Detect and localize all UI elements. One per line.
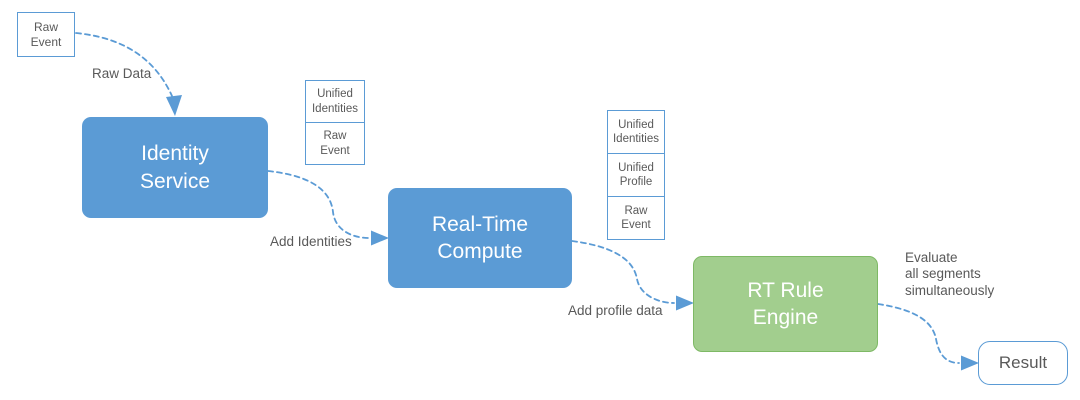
identity-output-stack: Unified Identities Raw Event	[305, 80, 365, 165]
arrowhead-right-icon	[676, 295, 694, 311]
arrowhead-right-icon	[371, 230, 389, 246]
real-time-compute-node: Real-Time Compute	[388, 188, 572, 288]
stack-cell-raw-event: Raw Event	[306, 122, 364, 164]
result-node: Result	[978, 341, 1068, 385]
arrow-raw-event-to-identity	[75, 32, 173, 97]
identity-service-node: Identity Service	[82, 117, 268, 218]
arrowhead-right-icon	[961, 355, 979, 371]
stack-cell-raw-event: Raw Event	[608, 196, 664, 239]
arrow-identity-to-compute	[267, 170, 370, 239]
arrowhead-down-icon	[166, 95, 182, 116]
edge-label-raw-data: Raw Data	[92, 66, 152, 81]
arrow-rule-engine-to-result	[877, 303, 960, 364]
stack-cell-unified-identities: Unified Identities	[612, 118, 660, 145]
stack-cell-unified-identities: Unified Identities	[311, 88, 359, 115]
edge-label-evaluate-segments: Evaluate all segments simultaneously	[905, 250, 995, 298]
rt-rule-engine-node: RT Rule Engine	[693, 256, 878, 352]
arrow-compute-to-rule-engine	[571, 240, 675, 304]
stack-cell-unified-profile: Unified Profile	[608, 153, 664, 196]
compute-output-stack: Unified Identities Unified Profile Raw E…	[607, 110, 665, 240]
edge-label-add-identities: Add Identities	[270, 234, 352, 249]
raw-event-node: Raw Event	[17, 12, 75, 57]
edge-label-add-profile-data: Add profile data	[568, 303, 663, 318]
